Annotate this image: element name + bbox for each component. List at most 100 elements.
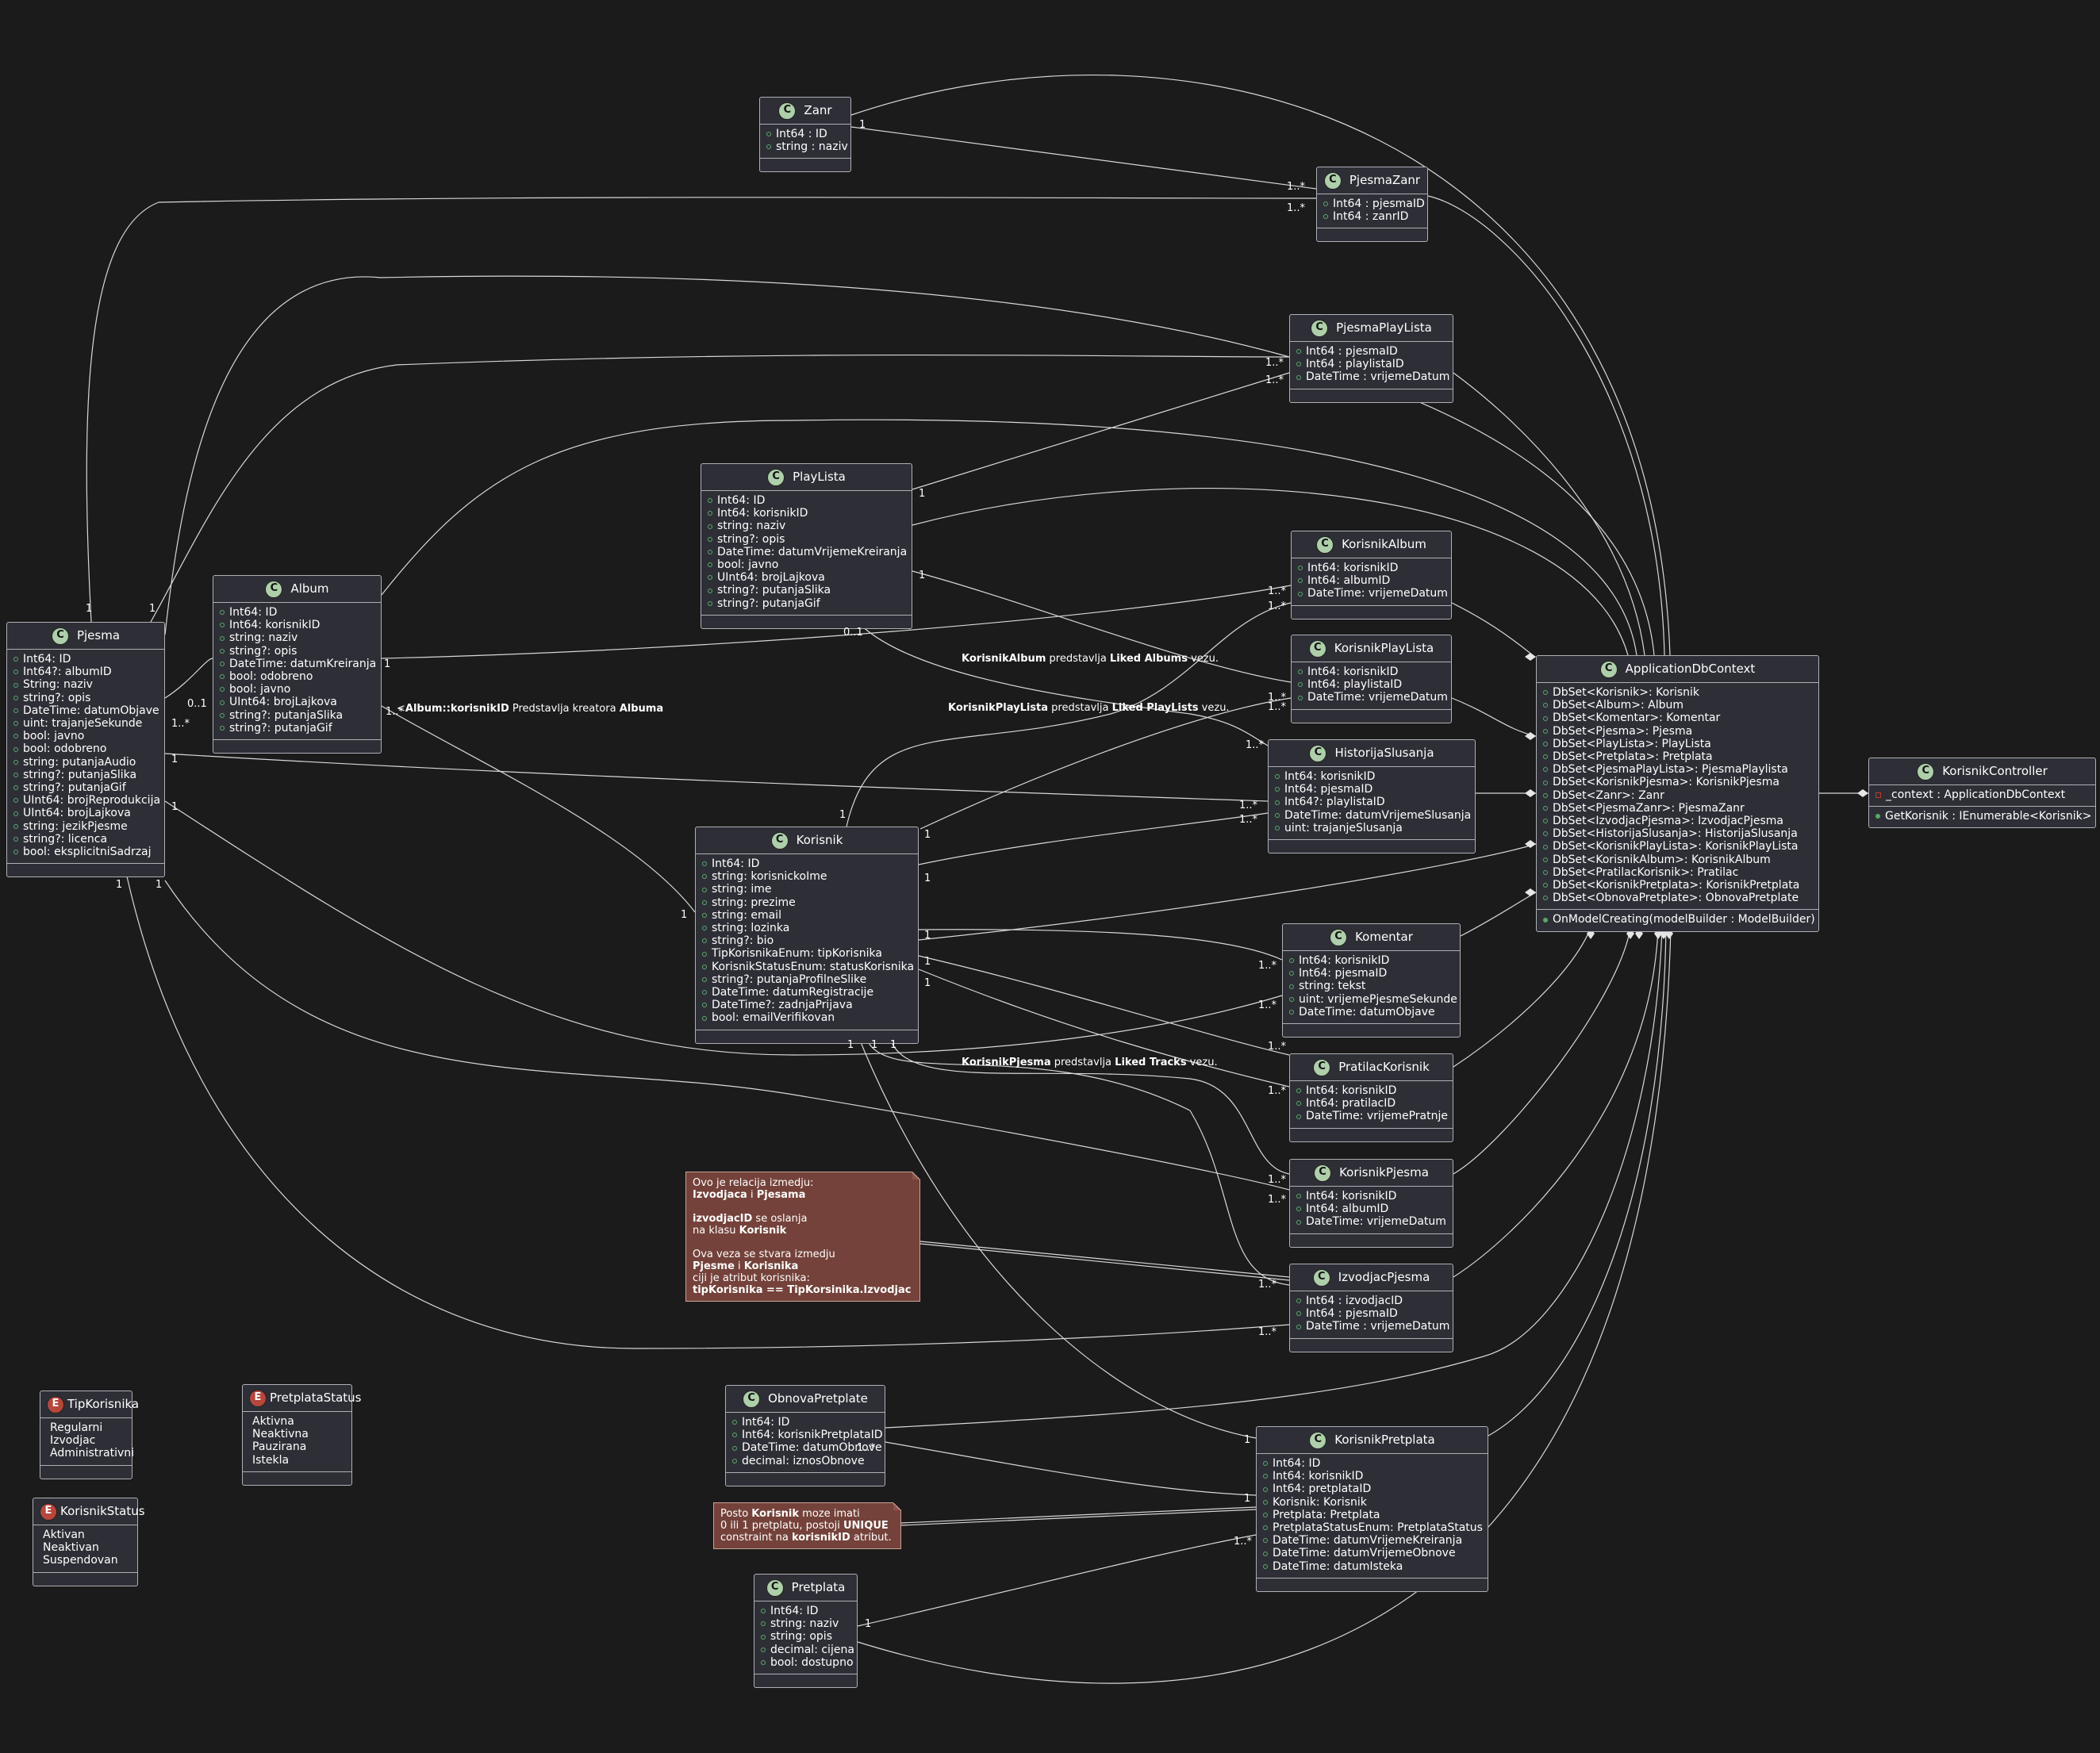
text-segment: 0 ili 1 pretplatu, postoji — [720, 1520, 843, 1532]
attribute-text: DbSet<Album>: Album — [1553, 699, 1684, 712]
field-visibility-icon — [220, 635, 225, 641]
field-visibility-icon — [1296, 1101, 1301, 1107]
composition-diamond — [1525, 653, 1536, 661]
attribute-text: bool: emailVerifikovan — [712, 1011, 835, 1025]
field-visibility-icon — [220, 712, 225, 718]
field-visibility-icon — [13, 695, 18, 700]
attribute-row: UInt64: brojReprodukcija — [13, 794, 160, 807]
attribute-row: string?: putanjaGif — [220, 722, 374, 735]
attribute-text: Int64: pjesmaID — [1299, 967, 1388, 980]
note-link-pretplata-b — [900, 1509, 1257, 1526]
attribute-text: Int64: ID — [229, 606, 278, 619]
multiplicity-label: 1 — [116, 879, 123, 891]
text-segment: Predstavlja kreatora — [509, 703, 620, 715]
multiplicity-label: 1..* — [1268, 585, 1287, 597]
attribute-row: string?: putanjaProfilneSlike — [702, 973, 912, 986]
attribute-text: bool: javno — [23, 730, 85, 743]
field-visibility-icon — [702, 990, 707, 995]
attribute-row: string?: putanjaSlika — [220, 709, 374, 722]
edge-pjesma-appdb — [164, 275, 1655, 656]
attribute-text: Int64: korisnikID — [1306, 1190, 1397, 1203]
class-name: Korisnik — [796, 833, 843, 848]
attribute-row: string?: bio — [702, 934, 912, 947]
attribute-row: DbSet<PjesmaZanr>: PjesmaZanr — [1543, 802, 1812, 815]
text-segment: vezu. — [1187, 653, 1219, 665]
attribute-row: string?: putanjaSlika — [708, 584, 905, 596]
field-visibility-icon — [13, 836, 18, 842]
attribute-row: DbSet<ObnovaPretplate>: ObnovaPretplate — [1543, 892, 1812, 904]
attribute-text: string: naziv — [770, 1617, 839, 1631]
edge-korisnik-historija — [918, 812, 1269, 865]
attribute-row: DbSet<Korisnik>: Korisnik — [1543, 686, 1812, 699]
class-c-icon: C — [1316, 535, 1334, 554]
text-segment: KorisnikPjesma — [962, 1057, 1051, 1068]
attribute-row: decimal: iznosObnove — [732, 1455, 878, 1467]
attribute-row: Int64: korisnikID — [1298, 562, 1445, 574]
class-c-icon: C — [1309, 744, 1327, 762]
field-visibility-icon — [1289, 1009, 1294, 1015]
attribute-row: DateTime: vrijemeDatum — [1298, 691, 1448, 704]
field-visibility-icon — [13, 746, 18, 752]
edge-pjesma-pjesmazanr — [86, 197, 1317, 623]
class-name: PjesmaPlayLista — [1336, 320, 1432, 336]
attribute-text: Int64 : zanrID — [1333, 210, 1409, 224]
attribute-text: DbSet<KorisnikPjesma>: KorisnikPjesma — [1553, 776, 1779, 789]
multiplicity-label: 1 — [847, 1039, 854, 1051]
text-segment: se oslanja — [752, 1213, 808, 1225]
class-name: PratilacKorisnik — [1338, 1060, 1430, 1075]
attribute-text: Int64: korisnikID — [1284, 770, 1376, 783]
class-c-icon: C — [1311, 319, 1329, 337]
field-visibility-icon — [1296, 1219, 1301, 1225]
attribute-text: DbSet<HistorijaSlusanja>: HistorijaSlusa… — [1553, 827, 1798, 841]
attribute-text: Int64: pretplataID — [1273, 1483, 1372, 1496]
attribute-row: string?: putanjaGif — [13, 781, 158, 794]
field-visibility-icon — [732, 1458, 737, 1463]
public-method-icon — [1543, 917, 1548, 923]
note-izvodjac-relation: Ovo je relacija izmedju:Izvodjaca i Pjes… — [685, 1172, 920, 1302]
attribute-row: DateTime: vrijemePratnje — [1296, 1110, 1448, 1122]
attribute-row: DateTime: vrijemeDatum — [1296, 1215, 1446, 1228]
multiplicity-label: 1 — [1244, 1434, 1251, 1446]
attribute-text: Int64: ID — [770, 1605, 819, 1617]
field-visibility-icon — [1323, 214, 1328, 220]
attribute-row: Int64 : zanrID — [1323, 210, 1421, 223]
field-visibility-icon — [1275, 774, 1280, 780]
multiplicity-label: 1 — [924, 977, 931, 989]
attribute-row: Int64: ID — [708, 494, 905, 507]
field-visibility-icon — [1543, 857, 1548, 862]
class-c-icon: C — [1314, 1164, 1332, 1182]
class-header: C PjesmaPlayLista — [1290, 315, 1453, 342]
enum-value: Neaktivan — [43, 1541, 99, 1555]
attribute-row: Int64: ID — [1263, 1457, 1481, 1470]
multiplicity-label: 1 — [171, 801, 179, 813]
text-segment: i — [734, 1260, 744, 1272]
